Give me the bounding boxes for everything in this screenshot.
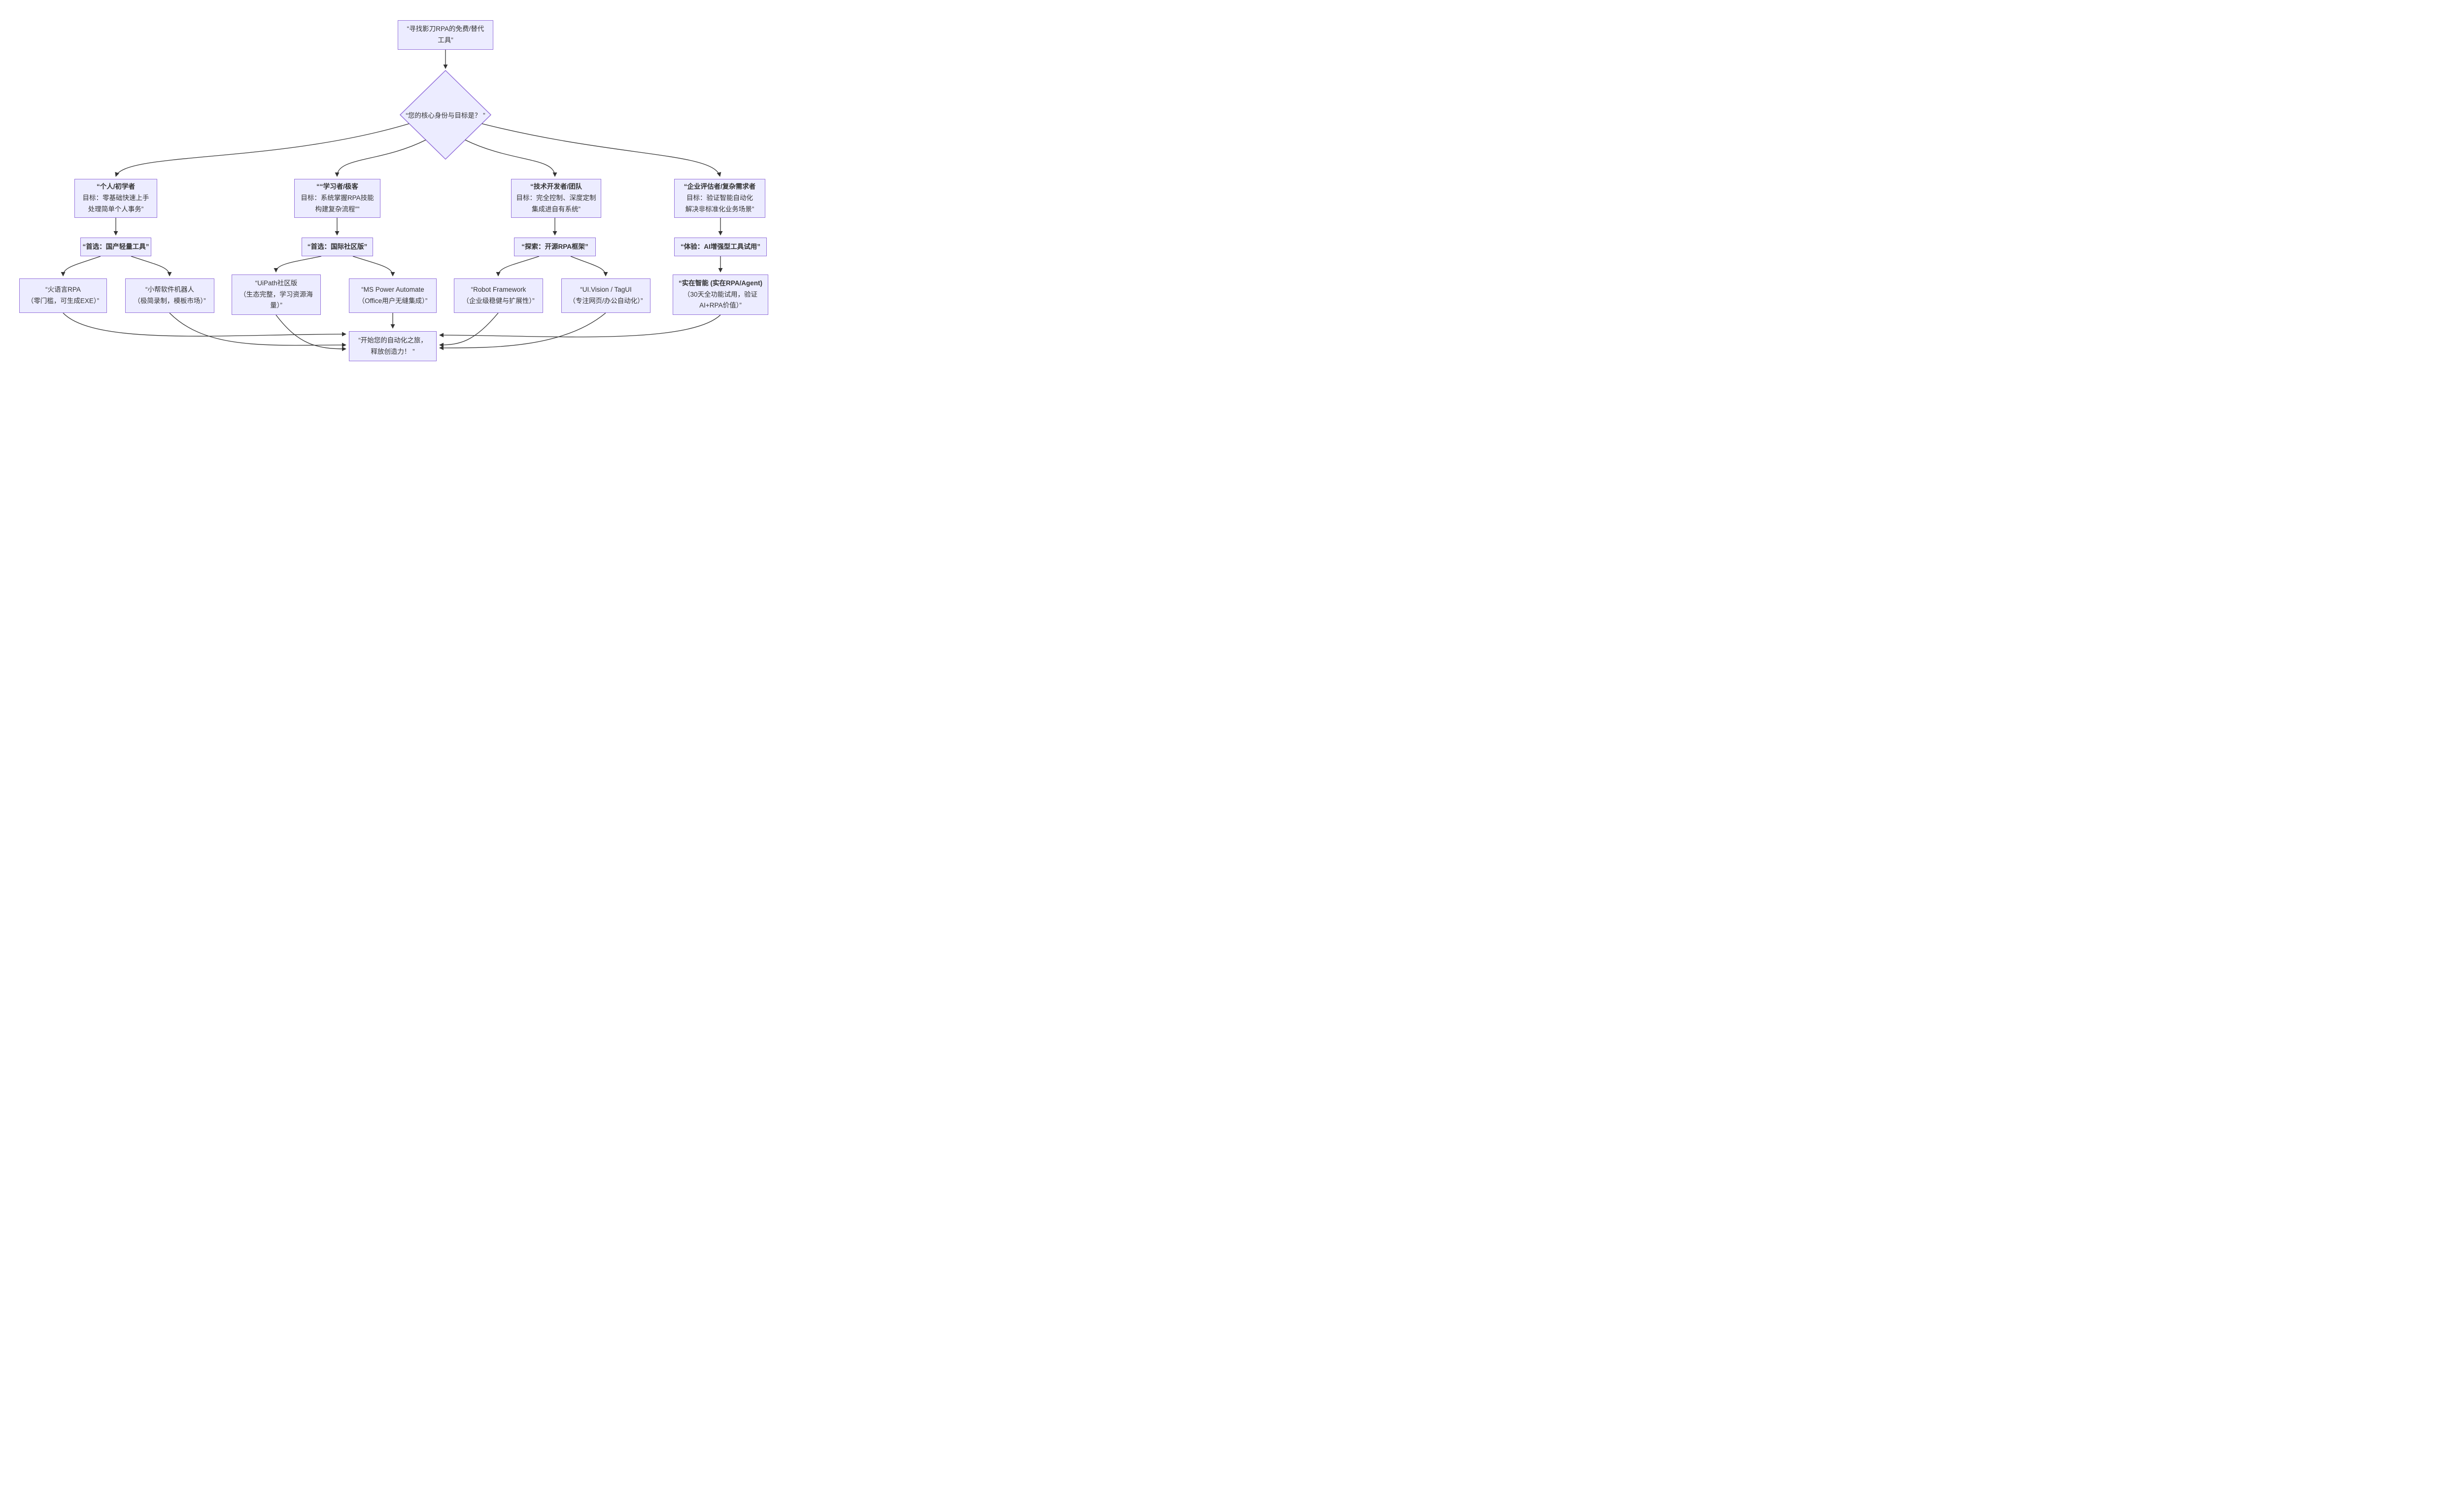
node-tool-power-automate-text: （Office用户无缝集成）” xyxy=(358,297,428,305)
node-persona-enterprise: “企业评估者/复杂需求者 目标：验证智能自动化 解决非标准化业务场景” xyxy=(674,179,765,218)
node-persona-learner: ““学习者/极客 目标：系统掌握RPA技能 构建复杂流程”” xyxy=(294,179,380,218)
node-tool-shizai-text: （30天全功能试用，验证 xyxy=(683,290,758,298)
flowchart-edges-layer xyxy=(61,50,723,351)
edge-uipath-to-finish xyxy=(275,314,346,351)
node-persona-learner-title: ““学习者/极客 xyxy=(316,183,358,191)
node-tool-xiaobang-text: “小帮软件机器人 xyxy=(145,286,194,294)
node-tool-uivision-text: “UI.Vision / TagUI xyxy=(580,286,632,294)
node-tool-shizai: “实在智能 (实在RPA/Agent) （30天全功能试用，验证 AI+RPA价… xyxy=(673,274,768,315)
edge-rec-opensource-to-uivision xyxy=(570,256,608,276)
flowchart-canvas: “寻找影刀RPA的免费/替代 工具” “您的核心身份与目标是？ ” “个人/初学… xyxy=(0,0,780,377)
edge-decision-to-persona-developer xyxy=(465,139,557,177)
node-rec-domestic: “首选：国产轻量工具” xyxy=(80,238,151,256)
edge-decision-to-persona-enterprise xyxy=(481,123,721,177)
node-tool-shizai-title: “实在智能 (实在RPA/Agent) xyxy=(679,279,762,287)
edge-rec-international-to-power-automate xyxy=(352,256,395,276)
node-persona-beginner-text: 目标：零基础快速上手 xyxy=(82,194,149,202)
edge-huoyuyan-to-finish xyxy=(63,312,346,337)
node-rec-international: “首选：国际社区版” xyxy=(302,238,373,256)
node-root-text: 工具” xyxy=(438,36,453,44)
node-tool-robot-framework-text: “Robot Framework xyxy=(471,286,526,294)
node-tool-huoyuyan-text: “火语言RPA xyxy=(45,286,81,294)
node-tool-uivision-text: （专注网页/办公自动化）” xyxy=(569,297,643,305)
node-persona-beginner: “个人/初学者 目标：零基础快速上手 处理简单个人事务” xyxy=(74,179,157,218)
node-persona-beginner-title: “个人/初学者 xyxy=(96,183,135,191)
node-persona-developer: “技术开发者/团队 目标：完全控制、深度定制 集成进自有系统” xyxy=(511,179,601,218)
node-rec-ai-trial-text: “体验：AI增强型工具试用” xyxy=(681,242,760,250)
node-tool-robot-framework-text: （企业级稳健与扩展性）” xyxy=(462,297,535,305)
node-tool-robot-framework: “Robot Framework （企业级稳健与扩展性）” xyxy=(454,278,543,313)
edge-rec-domestic-to-xiaobang xyxy=(131,256,172,276)
node-tool-uipath: “UiPath社区版 （生态完整，学习资源海 量）” xyxy=(232,274,321,315)
node-persona-developer-text: 目标：完全控制、深度定制 xyxy=(516,194,596,202)
edge-xiaobang-to-finish xyxy=(169,312,346,347)
decision-diamond-shape xyxy=(399,69,492,160)
node-finish: “开始您的自动化之旅， 释放创造力！ ” xyxy=(349,331,437,361)
edge-rec-international-to-uipath xyxy=(274,256,322,273)
node-rec-international-text: “首选：国际社区版” xyxy=(307,242,368,250)
node-tool-huoyuyan-text: （零门槛，可生成EXE）” xyxy=(27,297,100,305)
node-persona-enterprise-title: “企业评估者/复杂需求者 xyxy=(684,183,756,191)
node-finish-text: 释放创造力！ ” xyxy=(371,347,415,355)
node-tool-shizai-text: AI+RPA价值）” xyxy=(699,302,742,309)
node-tool-uivision: “UI.Vision / TagUI （专注网页/办公自动化）” xyxy=(561,278,650,313)
node-rec-ai-trial: “体验：AI增强型工具试用” xyxy=(674,238,767,256)
edge-rec-opensource-to-robot-framework xyxy=(496,256,540,276)
node-tool-xiaobang: “小帮软件机器人 （极简录制，模板市场）” xyxy=(125,278,214,313)
node-tool-huoyuyan: “火语言RPA （零门槛，可生成EXE）” xyxy=(19,278,107,313)
node-rec-opensource-text: “探索：开源RPA框架” xyxy=(521,242,588,250)
node-persona-beginner-text: 处理简单个人事务” xyxy=(88,205,144,213)
edge-uivision-to-finish xyxy=(439,312,606,350)
node-finish-text: “开始您的自动化之旅， xyxy=(358,336,427,344)
edge-decision-to-persona-learner xyxy=(335,139,426,177)
node-tool-uipath-text: “UiPath社区版 xyxy=(255,279,298,287)
node-persona-developer-text: 集成进自有系统” xyxy=(532,205,581,213)
node-persona-enterprise-text: 解决非标准化业务场景” xyxy=(685,205,754,213)
node-tool-uipath-text: 量）” xyxy=(270,302,282,309)
node-tool-power-automate: “MS Power Automate （Office用户无缝集成）” xyxy=(349,278,437,313)
node-persona-learner-text: 构建复杂流程”” xyxy=(315,205,360,213)
node-rec-opensource: “探索：开源RPA框架” xyxy=(514,238,596,256)
node-decision-label: “您的核心身份与目标是？ ” xyxy=(406,112,485,119)
node-persona-enterprise-text: 目标：验证智能自动化 xyxy=(686,194,753,202)
node-tool-uipath-text: （生态完整，学习资源海 xyxy=(240,290,313,298)
node-root-text: “寻找影刀RPA的免费/替代 xyxy=(407,25,484,33)
edge-robot-framework-to-finish xyxy=(439,312,499,347)
node-persona-learner-text: 目标：系统掌握RPA技能 xyxy=(301,194,374,202)
node-tool-xiaobang-text: （极简录制，模板市场）” xyxy=(134,297,206,305)
edge-shizai-to-finish xyxy=(439,314,721,338)
node-root: “寻找影刀RPA的免费/替代 工具” xyxy=(398,20,493,50)
node-persona-developer-title: “技术开发者/团队 xyxy=(530,183,582,191)
node-rec-domestic-text: “首选：国产轻量工具” xyxy=(82,242,149,250)
edge-rec-domestic-to-huoyuyan xyxy=(61,256,101,276)
edge-decision-to-persona-beginner xyxy=(115,123,410,177)
node-tool-power-automate-text: “MS Power Automate xyxy=(361,286,424,294)
